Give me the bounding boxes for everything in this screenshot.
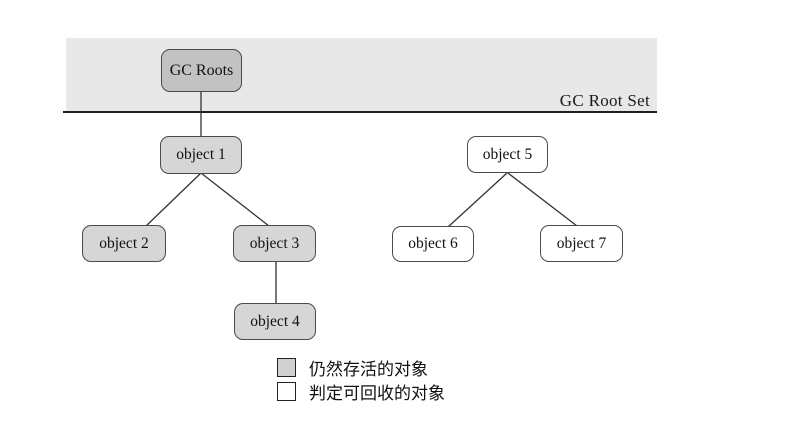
node-gc-roots: GC Roots [161,49,242,92]
node-object-3: object 3 [233,225,316,262]
node-object-5-label: object 5 [482,145,533,163]
node-gc-roots-label: GC Roots [169,61,234,79]
edge-object5-object7 [507,172,578,227]
legend-row-collectable: 判定可回收的对象 [277,379,445,403]
node-object-7: object 7 [540,225,623,262]
node-object-3-label: object 3 [249,234,300,252]
legend-label-collectable: 判定可回收的对象 [309,383,445,403]
edge-object5-object6 [447,172,508,228]
legend-label-alive: 仍然存活的对象 [309,359,428,379]
edge-object1-object3 [200,172,270,227]
node-object-5: object 5 [467,136,548,173]
node-object-7-label: object 7 [556,234,607,252]
legend: 仍然存活的对象 判定可回收的对象 [277,355,445,403]
legend-row-alive: 仍然存活的对象 [277,355,445,379]
node-object-1-label: object 1 [176,146,226,163]
node-object-4-label: object 4 [250,312,300,330]
node-object-6: object 6 [392,226,474,262]
node-object-4: object 4 [234,303,316,340]
gc-root-set-label: GC Root Set [559,91,650,110]
root-set-divider-line [63,111,657,113]
edge-object1-object2 [145,172,202,227]
node-object-1: object 1 [160,136,242,174]
node-object-2-label: object 2 [99,234,149,252]
node-object-6-label: object 6 [408,235,458,252]
legend-swatch-alive [277,357,296,377]
node-object-2: object 2 [82,225,166,262]
legend-swatch-collectable [277,381,296,401]
